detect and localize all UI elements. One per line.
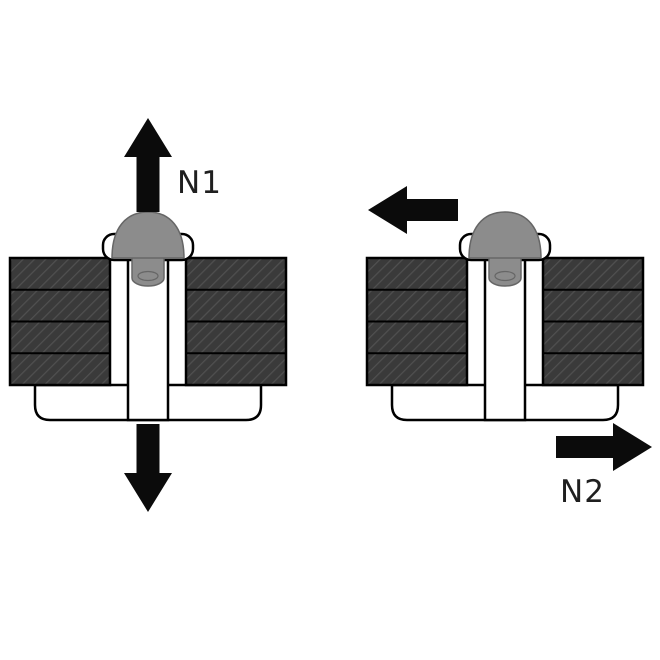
down-arrow: [124, 424, 172, 512]
shear-load-diagram: N2: [365, 186, 652, 510]
label-n1: N1: [177, 165, 222, 201]
axial-load-diagram: N1: [8, 118, 288, 512]
up-arrow: [124, 118, 172, 212]
rivet-assembly-left: [8, 210, 288, 422]
left-arrow: [368, 186, 458, 234]
right-arrow: [556, 423, 652, 471]
label-n2: N2: [560, 474, 605, 510]
rivet-assembly-right: [365, 210, 645, 422]
